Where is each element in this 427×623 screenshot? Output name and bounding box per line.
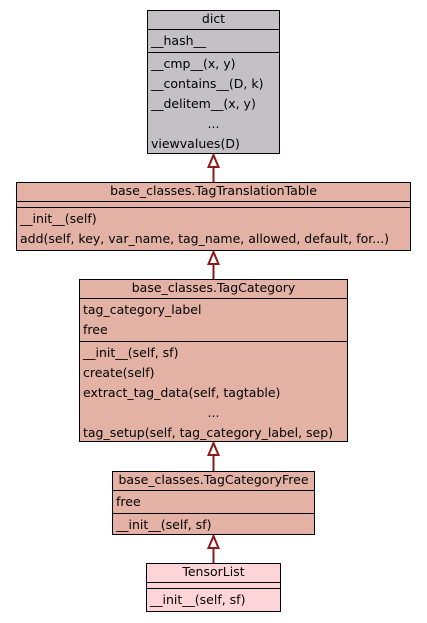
inheritance-arrowhead [207, 152, 220, 168]
class-tensor-list[interactable]: TensorList __init__(self, sf) [146, 563, 281, 612]
inheritance-arrowhead [207, 249, 220, 265]
class-tag-translation-table[interactable]: base_classes.TagTranslationTable __init_… [16, 182, 411, 251]
methods-section: __cmp__(x, y) __contains__(D, k) __delit… [148, 53, 279, 153]
attribute: __hash__ [151, 33, 207, 48]
method: __init__(self, sf) [150, 592, 246, 607]
attribute: free [83, 322, 108, 337]
class-tag-category[interactable]: base_classes.TagCategory tag_category_la… [79, 279, 348, 442]
method: add(self, key, var_name, tag_name, allow… [20, 231, 390, 246]
attributes-section [17, 202, 410, 208]
inheritance-arrowhead [207, 533, 220, 549]
class-title: base_classes.TagCategoryFree [113, 472, 314, 491]
attributes-section: __hash__ [148, 30, 279, 53]
class-title: base_classes.TagCategory [80, 280, 347, 299]
method-ellipsis: ... [207, 405, 220, 420]
class-dict[interactable]: dict __hash__ __cmp__(x, y) __contains__… [147, 10, 280, 154]
methods-section: __init__(self, sf) create(self) extract_… [80, 342, 347, 441]
method: viewvalues(D) [151, 136, 240, 151]
method: tag_setup(self, tag_category_label, sep) [83, 425, 334, 440]
method: __init__(self, sf) [83, 345, 179, 360]
method: create(self) [83, 365, 155, 380]
methods-section: __init__(self) add(self, key, var_name, … [17, 208, 410, 250]
method: __init__(self) [20, 211, 97, 226]
class-tag-category-free[interactable]: base_classes.TagCategoryFree free __init… [112, 471, 315, 535]
methods-section: __init__(self, sf) [147, 589, 280, 611]
method: __contains__(D, k) [151, 76, 264, 91]
attributes-section: tag_category_label free [80, 299, 347, 342]
method: __init__(self, sf) [116, 517, 212, 532]
method: extract_tag_data(self, tagtable) [83, 385, 281, 400]
attribute: free [116, 494, 141, 509]
method: __cmp__(x, y) [151, 56, 236, 71]
inheritance-arrowhead [207, 440, 220, 456]
attribute: tag_category_label [83, 302, 202, 317]
class-title: TensorList [147, 564, 280, 583]
method-ellipsis: ... [207, 116, 220, 131]
methods-section: __init__(self, sf) [113, 514, 314, 534]
class-title: dict [148, 11, 279, 30]
method: __delitem__(x, y) [151, 96, 256, 111]
class-title: base_classes.TagTranslationTable [17, 183, 410, 202]
attributes-section: free [113, 491, 314, 514]
attributes-section [147, 583, 280, 589]
